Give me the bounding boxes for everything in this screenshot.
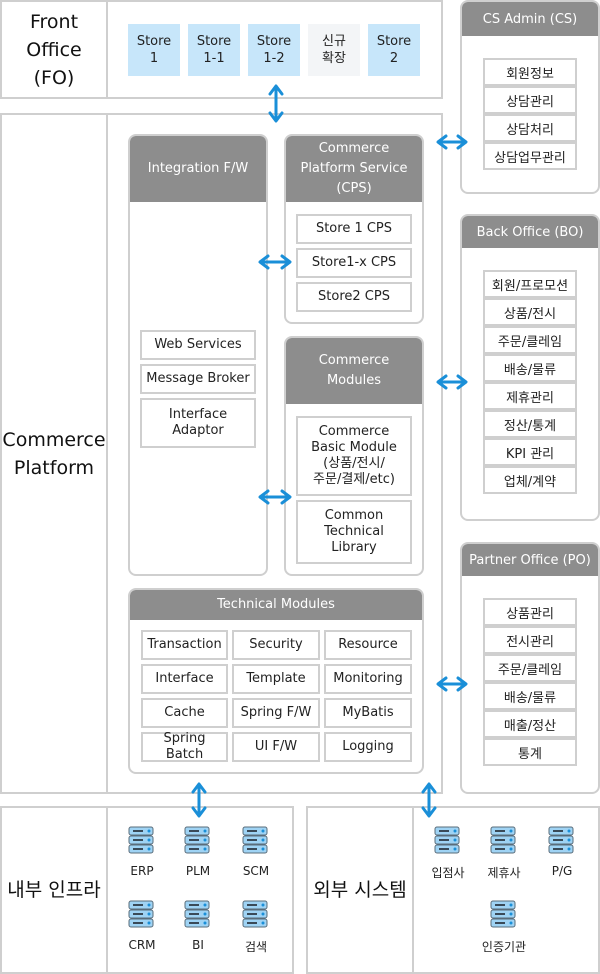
store2-cps-box: Store2 CPS: [296, 282, 412, 312]
internal-system-label: ERP: [130, 864, 154, 878]
po-item: 매출/정산: [483, 710, 577, 738]
external-system-label: P/G: [551, 864, 573, 878]
bo-item: 상품/전시: [483, 298, 577, 326]
server-icon: [242, 900, 268, 928]
common-technical-library-box: Common Technical Library: [296, 500, 412, 564]
po-item: 통계: [483, 738, 577, 766]
bo-item: 회원/프로모션: [483, 270, 577, 298]
bo-item: 제휴관리: [483, 382, 577, 410]
internal-system-label: CRM: [128, 938, 156, 952]
commerce-modules-title: Commerce Modules: [286, 338, 422, 404]
internal-system-label: BI: [192, 938, 204, 952]
store-1-1: Store 1-1: [188, 24, 240, 76]
po-item: 배송/물류: [483, 682, 577, 710]
server-icon: [242, 826, 268, 854]
partner-office-title: Partner Office (PO): [462, 544, 598, 576]
tech-security: Security: [232, 630, 320, 660]
server-icon: [184, 826, 210, 854]
bo-item: KPI 관리: [483, 438, 577, 466]
bidirectional-arrow-icon: [258, 254, 292, 270]
back-office-title: Back Office (BO): [462, 216, 598, 248]
po-item: 전시관리: [483, 626, 577, 654]
interface-adaptor-box: Interface Adaptor: [140, 398, 256, 448]
bidirectional-arrow-icon: [436, 676, 468, 692]
server-icon: [184, 900, 210, 928]
po-item: 상품관리: [483, 598, 577, 626]
tech-spring-fw: Spring F/W: [232, 698, 320, 728]
server-icon: [490, 900, 516, 928]
commerce-basic-module-box: Commerce Basic Module (상품/전시/ 주문/결제/etc): [296, 416, 412, 496]
po-item: 주문/클레임: [483, 654, 577, 682]
tech-mybatis: MyBatis: [324, 698, 412, 728]
message-broker-box: Message Broker: [140, 364, 256, 394]
tech-template: Template: [232, 664, 320, 694]
front-office-label: Front Office (FO): [26, 10, 82, 89]
web-services-box: Web Services: [140, 330, 256, 360]
cs-item: 상담처리: [483, 114, 577, 142]
tech-logging: Logging: [324, 732, 412, 762]
internal-infra-label: 내부 인프라: [7, 879, 101, 901]
tech-spring-batch: Spring Batch: [141, 731, 228, 762]
bidirectional-arrow-icon: [421, 782, 437, 818]
internal-system-label: SCM: [242, 864, 270, 878]
tech-monitoring: Monitoring: [324, 664, 412, 694]
bidirectional-arrow-icon: [258, 489, 292, 505]
server-icon: [128, 826, 154, 854]
bidirectional-arrow-icon: [436, 374, 468, 390]
tech-cache: Cache: [141, 698, 228, 728]
store1-cps-box: Store 1 CPS: [296, 214, 412, 244]
bidirectional-arrow-icon: [191, 782, 207, 818]
external-system-label: 제휴사: [487, 866, 521, 880]
external-system-label: 입점사: [431, 866, 465, 880]
technical-modules-title: Technical Modules: [130, 590, 422, 620]
bo-item: 배송/물류: [483, 354, 577, 382]
bo-item: 주문/클레임: [483, 326, 577, 354]
bidirectional-arrow-icon: [436, 134, 468, 150]
integration-fw-title: Integration F/W: [130, 136, 266, 202]
bo-item: 업체/계약: [483, 466, 577, 494]
store1x-cps-box: Store1-x CPS: [296, 248, 412, 278]
cs-admin-title: CS Admin (CS): [462, 2, 598, 36]
store-2: Store 2: [368, 24, 420, 76]
server-icon: [548, 826, 574, 854]
tech-transaction: Transaction: [141, 630, 228, 660]
tech-interface: Interface: [141, 664, 228, 694]
store-1-2: Store 1-2: [248, 24, 300, 76]
tech-ui-fw: UI F/W: [232, 732, 320, 762]
internal-system-label: 검색: [244, 940, 268, 954]
store-new-expansion: 신규 확장: [308, 24, 360, 76]
bidirectional-arrow-icon: [268, 84, 284, 123]
cs-item: 상담관리: [483, 86, 577, 114]
internal-system-label: PLM: [185, 864, 211, 878]
bo-item: 정산/통계: [483, 410, 577, 438]
store-1: Store 1: [128, 24, 180, 76]
cs-item: 상담업무관리: [483, 142, 577, 170]
server-icon: [128, 900, 154, 928]
server-icon: [434, 826, 460, 854]
server-icon: [490, 826, 516, 854]
external-system-label: 인증기관: [481, 940, 527, 954]
commerce-platform-label: Commerce Platform: [2, 428, 106, 479]
external-systems-label: 외부 시스템: [313, 879, 407, 901]
cs-item: 회원정보: [483, 58, 577, 86]
tech-resource: Resource: [324, 630, 412, 660]
cps-title: Commerce Platform Service (CPS): [286, 136, 422, 202]
